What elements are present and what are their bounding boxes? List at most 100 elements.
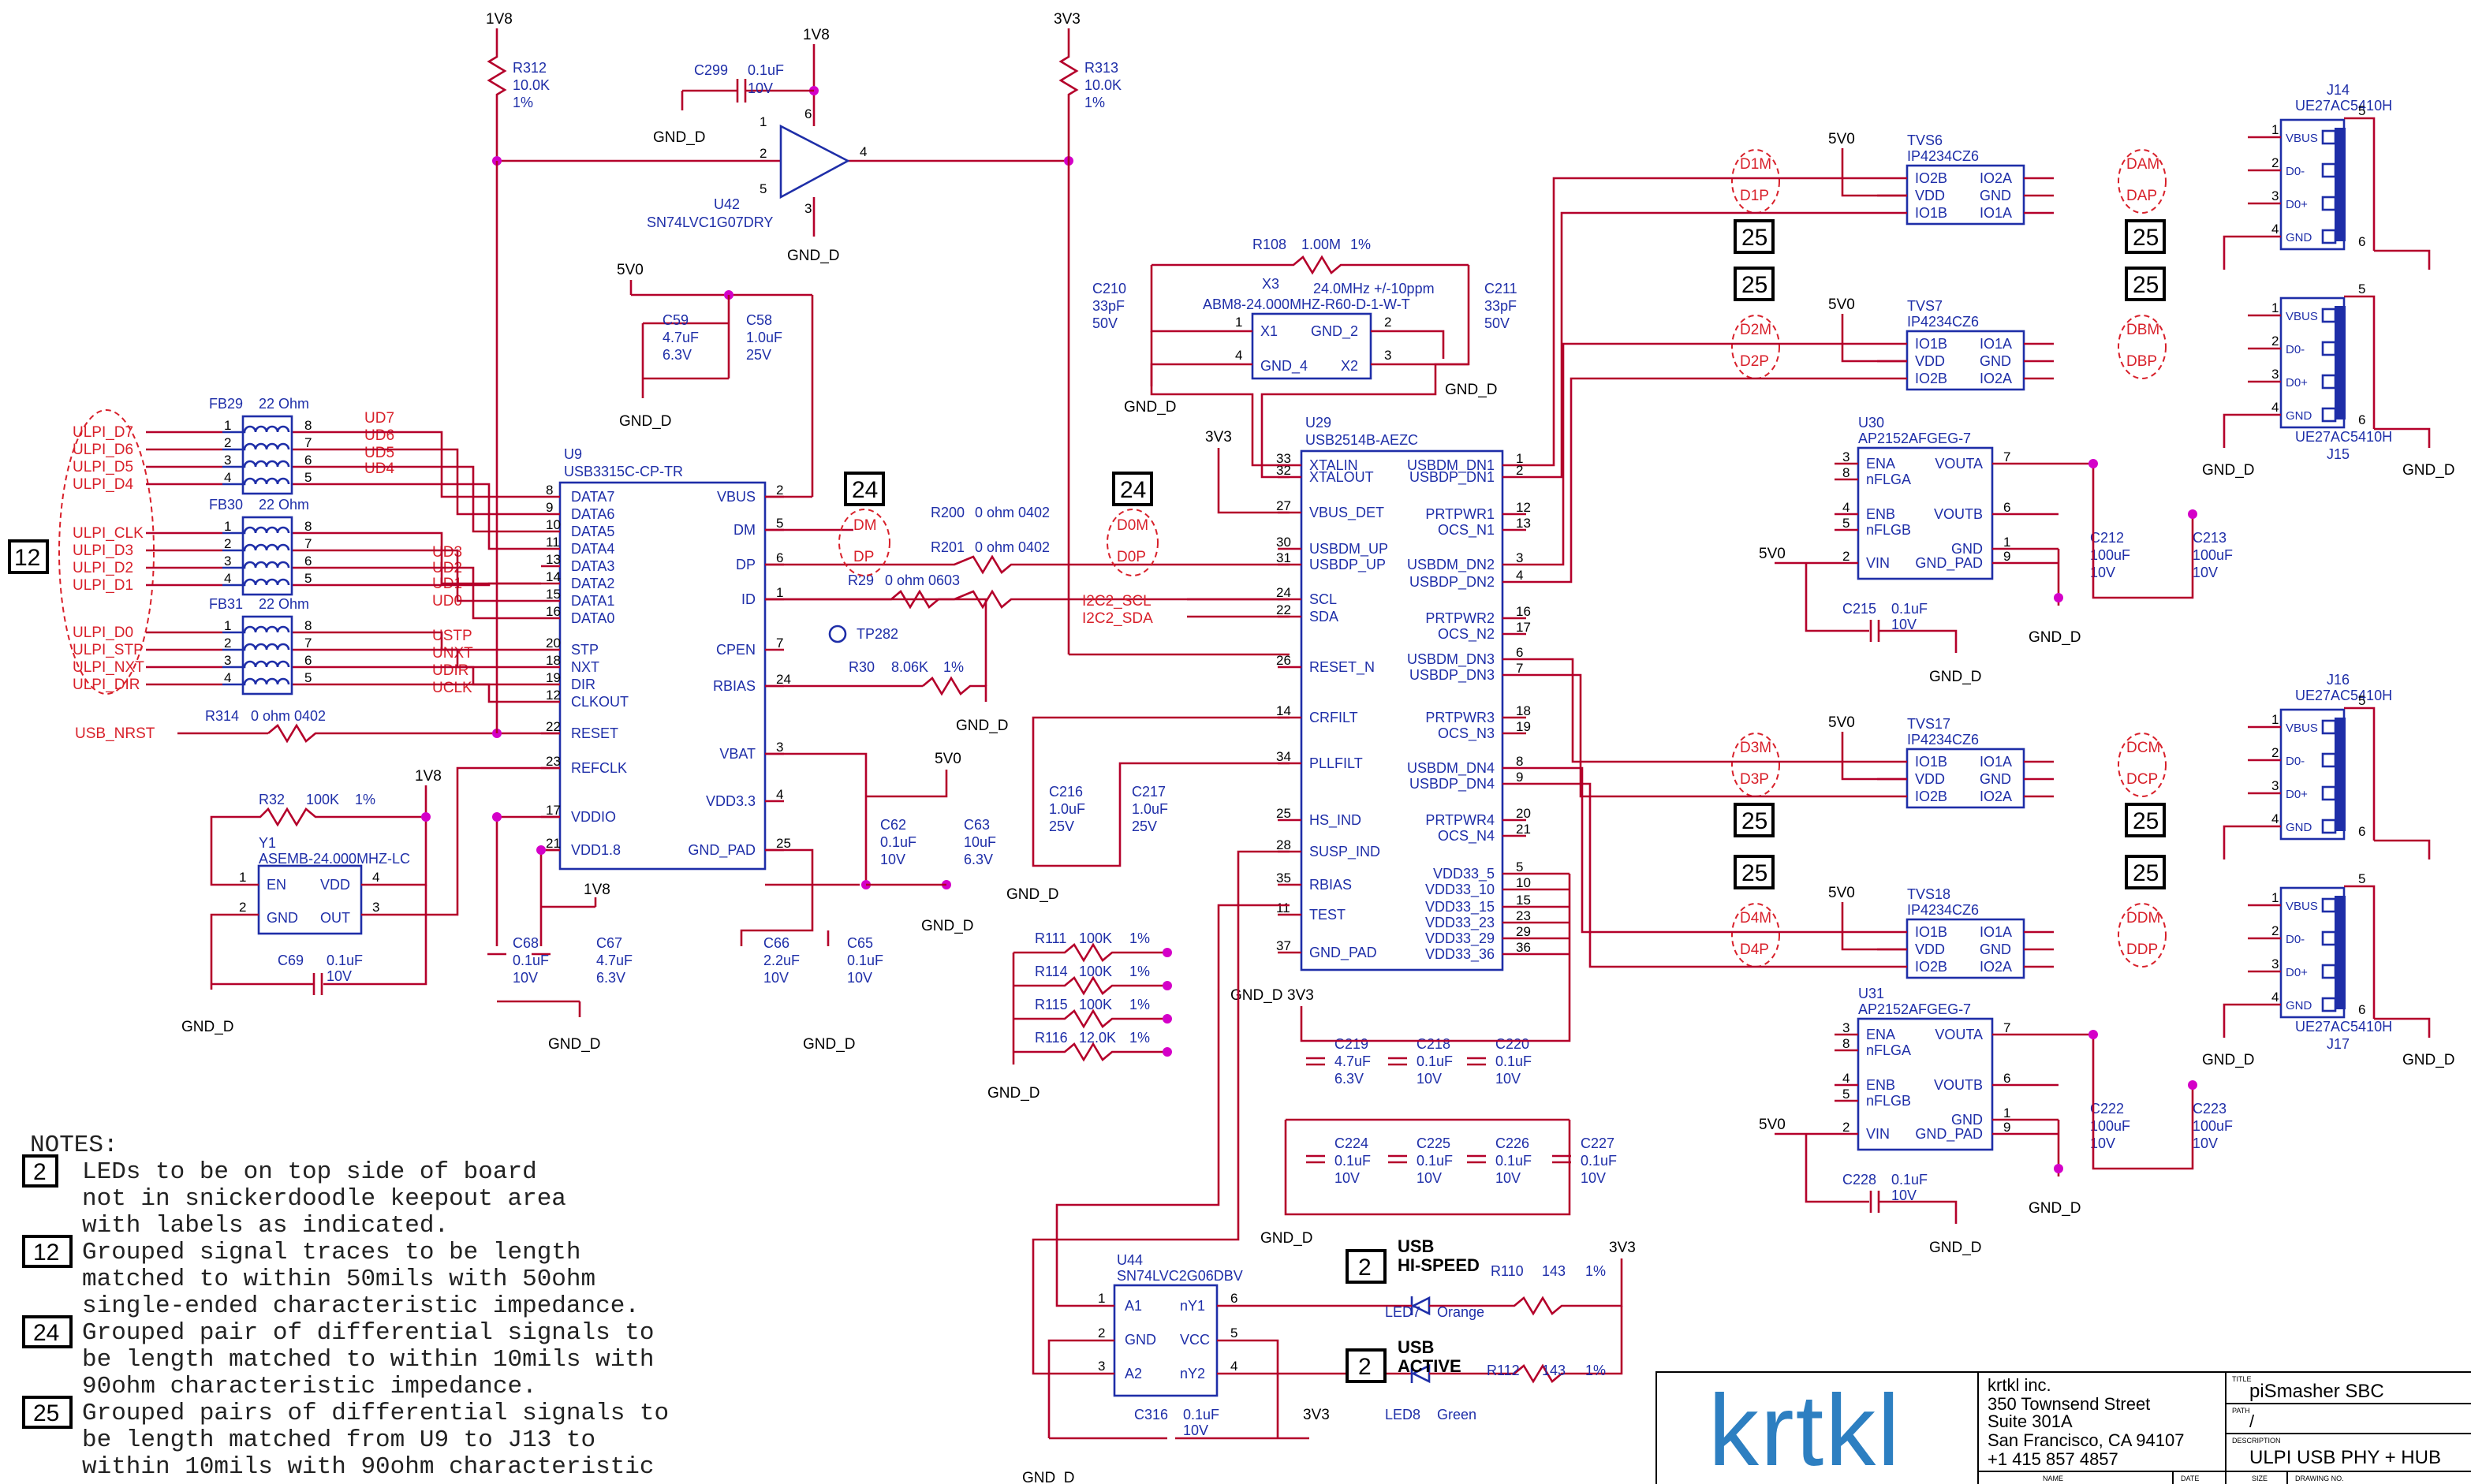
- svg-text:C66: C66: [763, 935, 789, 951]
- cap-rating: 10V: [2193, 565, 2218, 580]
- dot: [2088, 1030, 2098, 1039]
- svg-text:1%: 1%: [1585, 1363, 1606, 1378]
- svg-text:1%: 1%: [1585, 1263, 1606, 1279]
- power-switches: U30AP2152AFGEG-7ENA3nFLGA8ENB4nFLGB5VIN2…: [1759, 415, 2233, 1256]
- conn-shield: [2344, 117, 2376, 251]
- conn-pin-num: 3: [2271, 956, 2279, 971]
- svg-text:ASEMB-24.000MHZ-LC: ASEMB-24.000MHZ-LC: [259, 851, 410, 867]
- switch-cap-gnd: [1879, 629, 1958, 653]
- svg-text:3: 3: [1384, 348, 1391, 363]
- svg-text:10V: 10V: [880, 852, 905, 867]
- u29-pin-name: USBDM_DN3: [1407, 651, 1495, 668]
- u9-pin-name: RBIAS: [713, 678, 756, 694]
- switch-pin-left: nFLGA: [1866, 1042, 1911, 1058]
- u9-pin-name: DATA0: [571, 610, 614, 626]
- u29-pin-num: 7: [1516, 661, 1523, 676]
- svg-text:1V8: 1V8: [584, 882, 610, 898]
- conn-pin-num: 1: [2271, 712, 2279, 727]
- conn-part: UE27AC5410H: [2295, 429, 2392, 445]
- x3-crystal: R108 1.00M 1% X3 24.0MHz +/-10ppm ABM8-2…: [1092, 237, 1517, 479]
- u29-pin-name: USBDP_UP: [1309, 557, 1386, 573]
- strap-wire: [1013, 942, 1167, 963]
- dot: [2054, 593, 2063, 602]
- ferrite-pin: 1: [224, 618, 231, 633]
- cap-rating: 10V: [1417, 1170, 1442, 1186]
- svg-text:DATE: DATE: [2181, 1475, 2199, 1482]
- switch-pin-num: 2: [1842, 1120, 1850, 1135]
- svg-text:6: 6: [804, 106, 812, 121]
- ferrite-pin: 6: [304, 554, 312, 569]
- strap-dot: [1163, 981, 1172, 990]
- conn-gnd-pin: [2223, 1003, 2248, 1038]
- u29-pin-name: USBDM_DN1: [1407, 457, 1495, 474]
- switch-pin-left: nFLGA: [1866, 472, 1911, 487]
- switch-pin-num: 4: [1842, 1071, 1850, 1086]
- r312-resistor: 1V8 R312 10.0K 1%: [486, 11, 550, 161]
- svg-text:GND_D: GND_D: [787, 248, 840, 264]
- svg-text:10V: 10V: [1183, 1422, 1208, 1438]
- u29-pin-name: VDD33_29: [1425, 930, 1495, 947]
- switch-pin-left: VIN: [1866, 555, 1890, 571]
- svg-text:C217: C217: [1132, 784, 1166, 800]
- conn-pin-name: GND: [2286, 231, 2312, 244]
- svg-text:1.0uF: 1.0uF: [746, 330, 782, 345]
- switch-ref: U30: [1858, 415, 1884, 431]
- svg-text:GND: GND: [267, 910, 298, 926]
- u29-pin-name: OCS_N1: [1438, 522, 1495, 539]
- svg-text:0 ohm 0402: 0 ohm 0402: [251, 708, 326, 724]
- svg-text:A2: A2: [1125, 1366, 1142, 1381]
- cap-value: 0.1uF: [1417, 1153, 1453, 1169]
- ferrite-coil: [222, 543, 290, 552]
- conn-pin-num: 3: [2271, 367, 2279, 382]
- switch-pin-left: VIN: [1866, 1126, 1890, 1142]
- switch-pin-right: VOUTB: [1934, 506, 1983, 522]
- conn-shield: [2344, 295, 2376, 429]
- tvs-body: [1906, 918, 2025, 979]
- svg-text:be length matched from U9 to J: be length matched from U9 to J13 to: [82, 1426, 595, 1454]
- svg-text:25V: 25V: [746, 347, 771, 363]
- ud-label: USTP: [432, 628, 472, 644]
- svg-text:R32: R32: [259, 792, 285, 807]
- u9-pin-num: 14: [546, 569, 561, 584]
- svg-text:5: 5: [760, 181, 767, 196]
- cap-value: 4.7uF: [1334, 1053, 1371, 1069]
- svg-text:8.06K: 8.06K: [891, 659, 928, 675]
- svg-text:GND_4: GND_4: [1260, 358, 1308, 375]
- u29-pin-name: SDA: [1309, 609, 1338, 625]
- svg-text:10.0K: 10.0K: [513, 77, 550, 93]
- strap-ref: R114: [1035, 964, 1068, 979]
- svg-text:24.0MHz +/-10ppm: 24.0MHz +/-10ppm: [1313, 281, 1435, 296]
- svg-text:R312: R312: [513, 60, 547, 76]
- conn-part: UE27AC5410H: [2295, 688, 2392, 703]
- ferrite-pin: 3: [224, 453, 231, 468]
- tvs-feed: [1526, 766, 1877, 934]
- u29-pin-num: 25: [1276, 806, 1291, 821]
- switch-pin-num: 1: [2003, 1106, 2010, 1120]
- switch-pin-left: ENB: [1866, 506, 1895, 522]
- svg-text:X1: X1: [1260, 323, 1278, 339]
- conn-part: UE27AC5410H: [2295, 1019, 2392, 1035]
- u9-pin-name: VDD1.8: [571, 842, 621, 858]
- svg-text:2: 2: [1098, 1326, 1105, 1340]
- svg-text:Grouped signal traces to be le: Grouped signal traces to be length: [82, 1239, 581, 1266]
- svg-text:matched to within 50mils with: matched to within 50mils with 50ohm: [82, 1266, 595, 1293]
- svg-text:SN74LVC1G07DRY: SN74LVC1G07DRY: [647, 214, 773, 230]
- svg-text:C316: C316: [1134, 1407, 1168, 1422]
- ferrite-pin: 1: [224, 418, 231, 433]
- tvs-pin-right: GND: [1980, 353, 2011, 369]
- tvs-oval-out: [2118, 315, 2167, 379]
- svg-text:4.7uF: 4.7uF: [596, 953, 633, 968]
- ferrite-pin: 5: [304, 470, 312, 485]
- conn-contact: [2321, 162, 2337, 178]
- switch-cap-gnd-label: GND_D: [1929, 669, 1982, 685]
- tvs-vdd-label: 5V0: [1828, 131, 1855, 147]
- svg-text:R314: R314: [205, 708, 239, 724]
- tvs-oval-in: [1731, 149, 1780, 214]
- u9-pin-num: 4: [776, 787, 783, 802]
- u29-pin-name: USBDP_DN2: [1409, 574, 1495, 591]
- svg-text:6.3V: 6.3V: [964, 852, 993, 867]
- conn-pin-num: 5: [2358, 693, 2365, 708]
- ferrite-pin: 2: [224, 636, 231, 651]
- svg-text:100K: 100K: [306, 792, 339, 807]
